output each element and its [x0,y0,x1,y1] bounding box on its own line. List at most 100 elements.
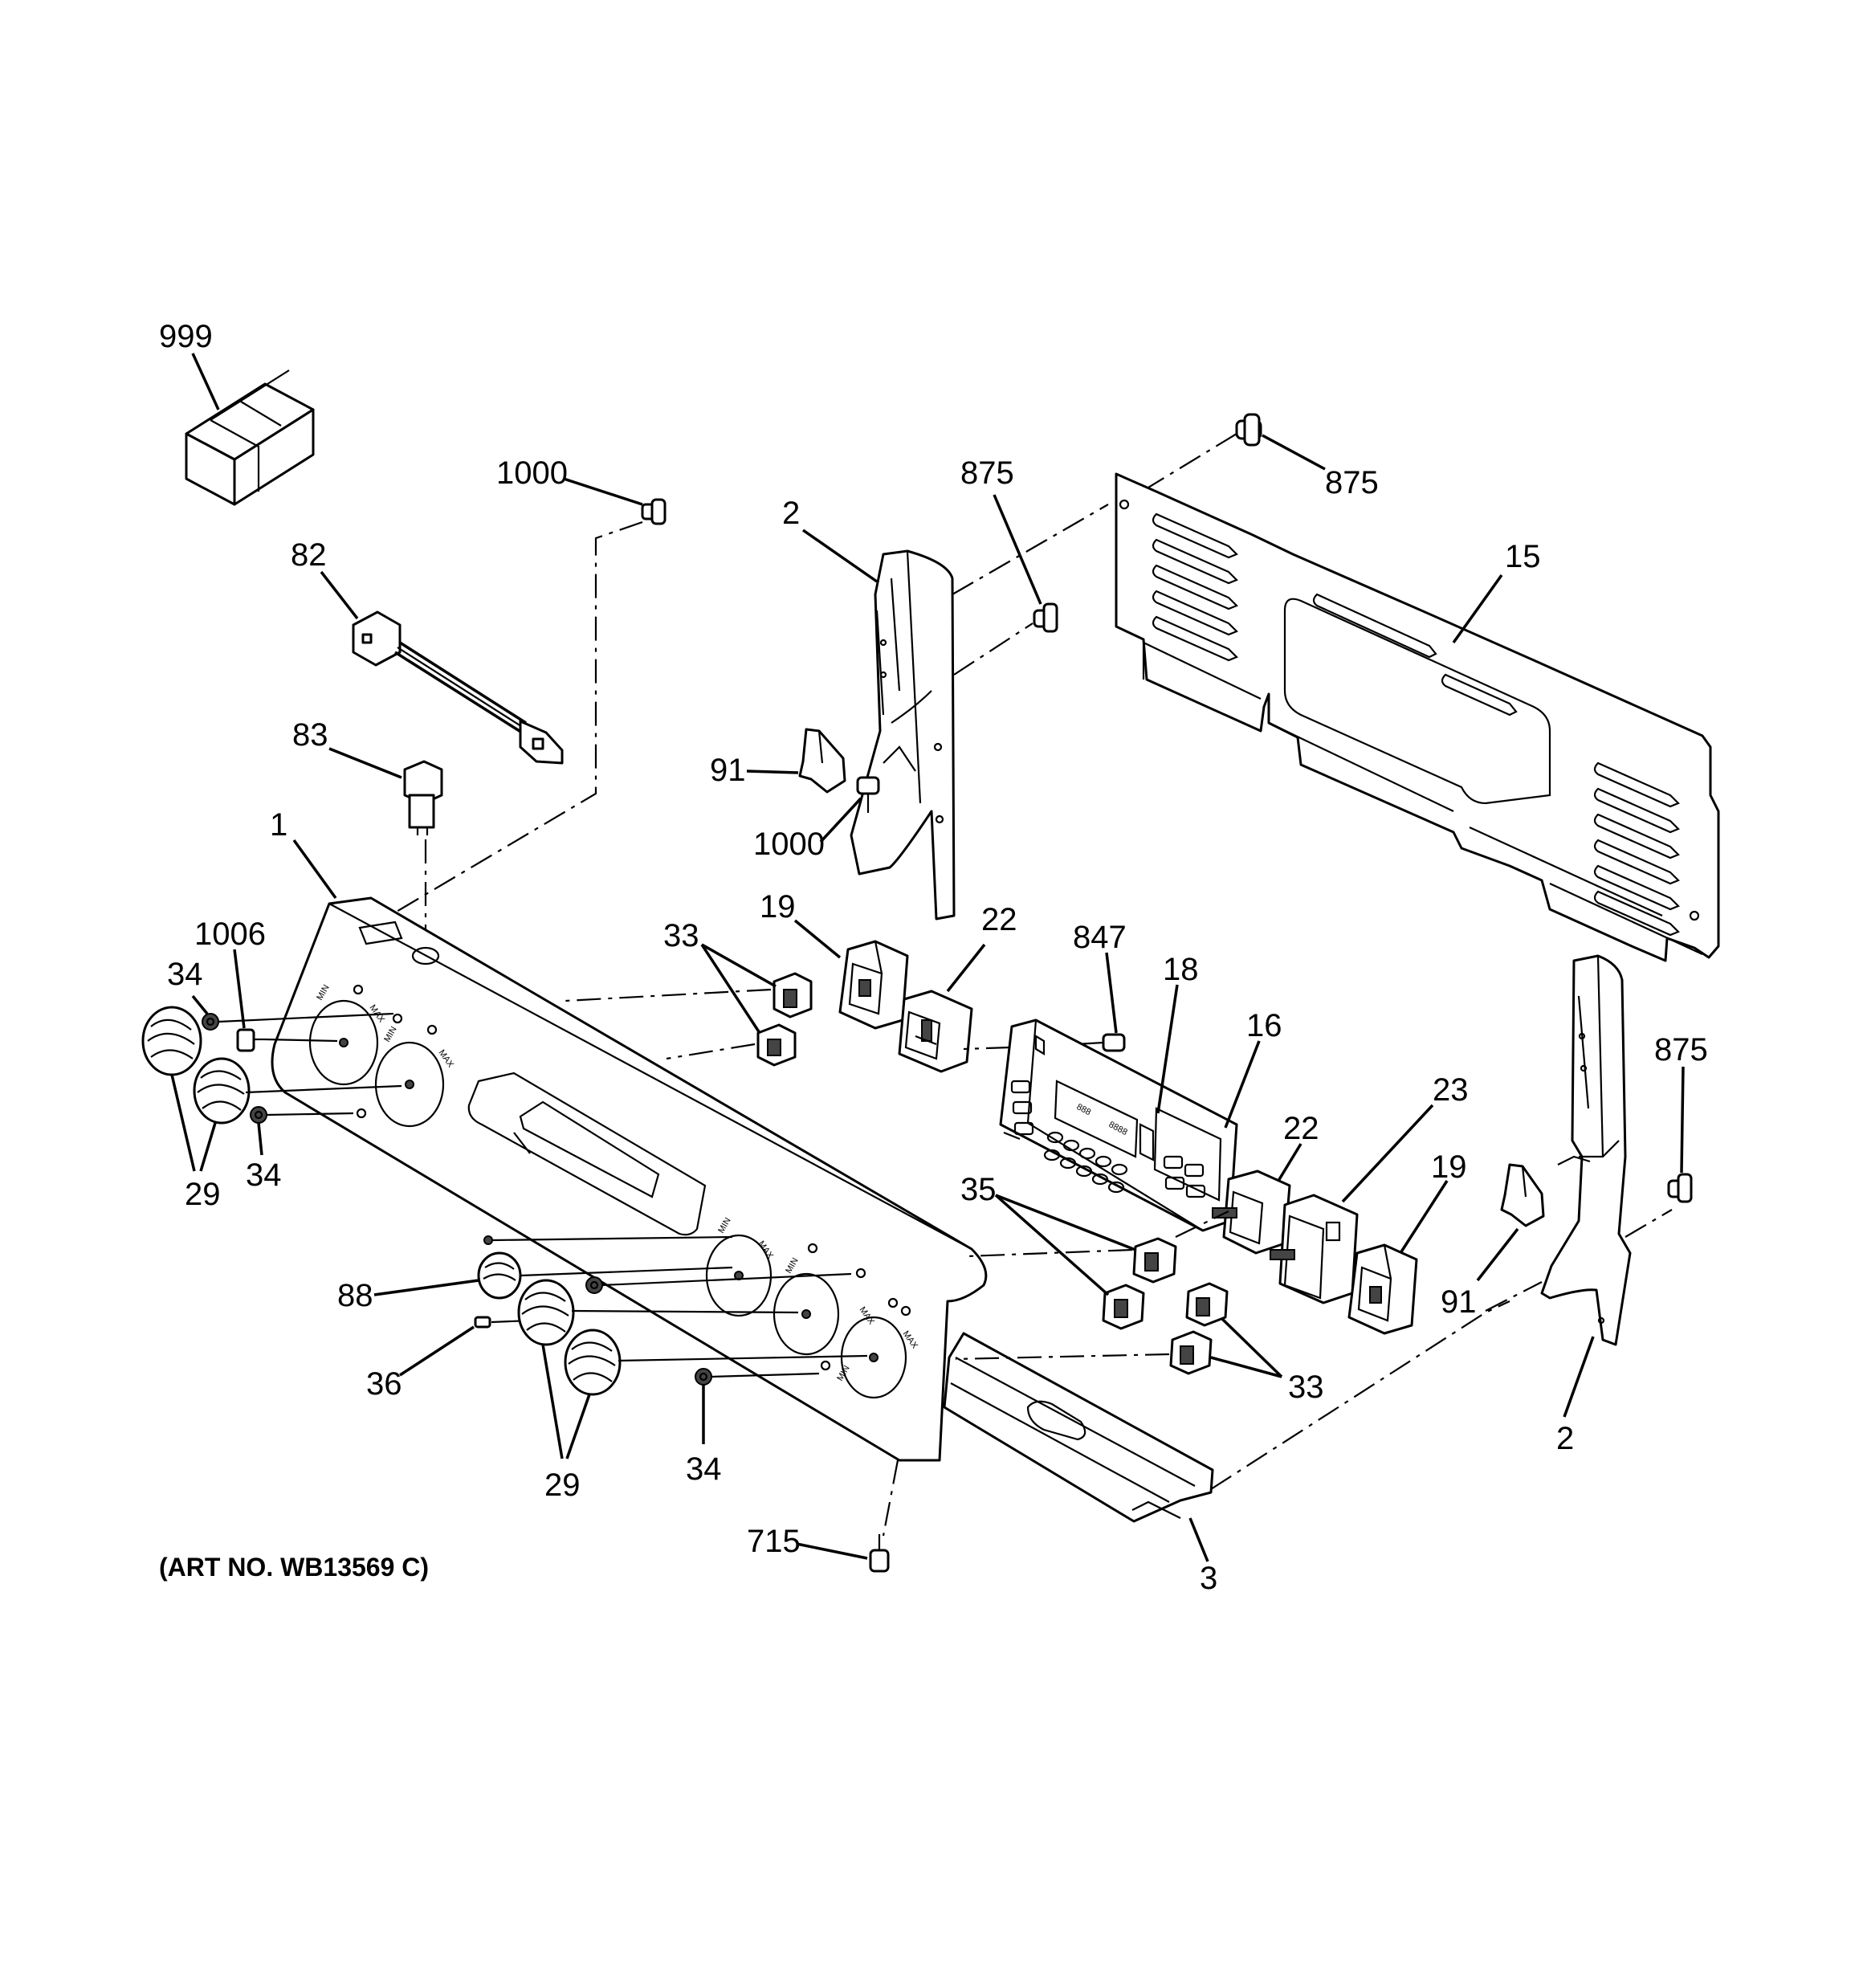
shaft-line-1006 [264,1038,338,1043]
leader-1 [292,839,337,900]
part-34-clip-left [202,1013,219,1031]
part-875-screw-top [1235,413,1262,447]
assembly-line-875-top [1117,433,1237,507]
leader-88 [373,1279,479,1296]
assembly-line-33-b [666,1043,756,1060]
callout-999: 999 [159,319,213,354]
part-34-clip-upper-bottom [585,1276,603,1294]
callout-22-right: 22 [1283,1111,1319,1146]
assembly-line-33-c [955,1353,1170,1361]
leader-29-bottom-b [565,1394,591,1459]
callout-34-bottom: 34 [686,1451,722,1487]
shaft-line-29-3 [571,1309,799,1314]
part-1000-screw-top [641,498,667,525]
leader-2-right [1563,1336,1595,1418]
leader-1000-mid [819,797,862,843]
leader-16 [1224,1040,1261,1129]
leader-3 [1188,1517,1209,1562]
assembly-line-3 [1210,1300,1510,1490]
leader-1006 [233,949,246,1029]
callout-16: 16 [1246,1008,1282,1043]
leader-18 [1156,984,1179,1114]
callout-1000-top: 1000 [496,455,568,491]
leader-1000-top [563,477,643,506]
control-keypad [1010,1080,1206,1198]
part-35-switch-a [1132,1237,1177,1284]
part-36-spring [474,1316,491,1329]
part-999-box [185,369,315,506]
part-1006-screw [236,1028,265,1052]
part-88-knob [477,1251,522,1300]
assembly-line-35 [966,1248,1133,1258]
leader-23 [1341,1104,1434,1203]
part-83-switch [403,760,443,835]
art-number: (ART NO. WB13569 C) [159,1553,429,1582]
callout-22-top: 22 [981,902,1017,937]
callout-36: 36 [366,1366,402,1402]
part-34-clip-mid [250,1106,267,1124]
assembly-line-1000 [373,520,643,926]
shaft-line-34-upper [601,1272,852,1287]
leader-36 [399,1325,475,1377]
leader-35-b [994,1194,1110,1296]
callout-19-right: 19 [1431,1149,1467,1185]
shaft-line-29-4 [618,1354,868,1362]
assembly-line-2-left-a [952,504,1109,595]
part-23-switch [1270,1194,1359,1304]
leader-91-right [1476,1227,1519,1282]
callout-1006: 1006 [194,916,266,952]
callout-82: 82 [291,537,327,573]
part-29-knob-1 [141,1006,202,1076]
callout-1: 1 [270,807,287,843]
leader-875-top [1262,434,1326,471]
leader-35-a [995,1194,1136,1251]
part-1000-screw-mid [856,776,880,813]
leader-847 [1105,952,1118,1034]
callout-875-right: 875 [1654,1032,1708,1067]
leader-2-left [802,529,878,583]
leader-34-left [191,994,209,1015]
part-875-screw-right [1667,1173,1693,1203]
shaft-line-34-left [218,1012,394,1023]
part-22-switch-top [898,990,973,1073]
callout-34-left: 34 [167,957,203,992]
shaft-line-29-2 [245,1084,402,1094]
callout-875-top: 875 [1325,465,1379,500]
assembly-line-33-a [565,988,772,1002]
shaft-line-34-bottom [711,1372,820,1378]
leader-29-bottom-a [541,1344,564,1459]
leader-33-bottom-b [1210,1356,1282,1378]
callout-88: 88 [337,1278,373,1313]
part-33-switch-b [756,1023,797,1067]
part-2-endcap-right [1540,954,1632,1346]
callout-91-left: 91 [710,753,746,788]
part-82-harness [352,610,564,765]
callout-3: 3 [1200,1561,1217,1596]
callout-18: 18 [1163,952,1199,987]
shaft-line-34-mid [266,1112,354,1116]
part-715-screw [869,1534,890,1573]
leader-33-bottom-a [1221,1317,1283,1378]
part-91-bracket-left [798,728,846,794]
leader-22-right [1277,1143,1302,1182]
assembly-line-16 [963,1046,1011,1051]
part-29-knob-2 [193,1057,251,1125]
part-2-endcap-left [850,549,956,921]
callout-1000-mid: 1000 [753,827,825,862]
assembly-line-35-b [1175,1210,1229,1238]
assembly-line-91-right [1485,1281,1543,1312]
part-33-switch-c [1185,1282,1229,1327]
part-29-knob-4 [564,1329,622,1396]
part-33-switch-d [1169,1330,1213,1375]
leader-875-right [1680,1066,1685,1174]
callout-875-mid: 875 [960,455,1014,491]
callout-34-mid: 34 [246,1157,282,1193]
part-15-panel [1115,472,1720,962]
leader-22-top [946,943,986,993]
callout-715: 715 [747,1524,801,1559]
leader-33-top-b [700,944,761,1034]
part-3-trim [943,1332,1214,1523]
part-847-screw [1075,1033,1126,1052]
callout-33-top: 33 [663,918,699,953]
